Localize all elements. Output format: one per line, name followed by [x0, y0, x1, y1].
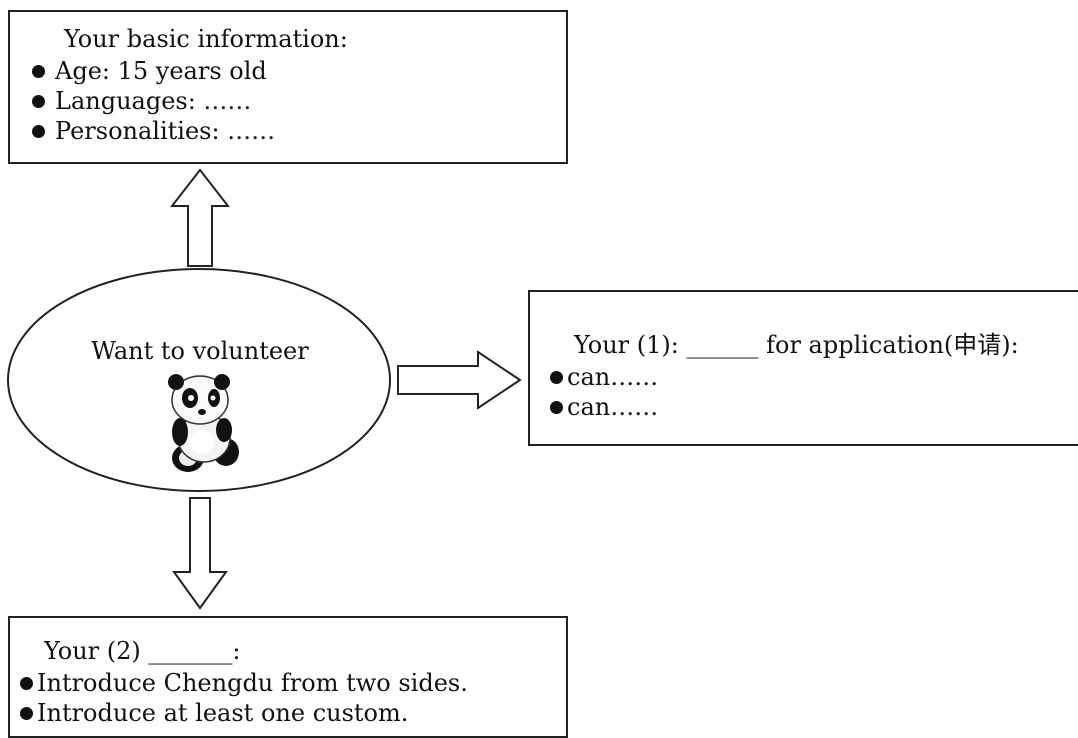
list-item: Introduce at least one custom. — [20, 698, 468, 728]
bullet-icon — [20, 676, 33, 690]
application-box: Your (1): ______ for application(申请): ca… — [528, 290, 1078, 446]
introduction-title: Your (2) _______: — [44, 637, 241, 665]
right-arrow — [397, 350, 522, 410]
introduction-box: Your (2) _______: Introduce Chengdu from… — [8, 616, 568, 738]
list-item: Age: 15 years old — [32, 56, 275, 86]
application-title: Your (1): ______ for application(申请): — [574, 331, 1019, 359]
bullet-icon — [20, 706, 33, 720]
list-item: Introduce Chengdu from two sides. — [20, 668, 468, 698]
panda-icon — [168, 374, 239, 472]
basic-information-list: Age: 15 years old Languages: …… Personal… — [32, 56, 275, 146]
list-item: Languages: …… — [32, 86, 275, 116]
list-item: Personalities: …… — [32, 116, 275, 146]
bullet-icon — [550, 370, 563, 384]
list-item: can…… — [550, 362, 658, 392]
down-arrow — [172, 497, 228, 610]
center-label: Want to volunteer — [91, 337, 309, 365]
list-item: can…… — [550, 392, 658, 422]
application-list: can…… can…… — [550, 362, 658, 422]
basic-information-title: Your basic information: — [64, 25, 348, 53]
basic-information-box: Your basic information: Age: 15 years ol… — [8, 10, 568, 164]
introduction-list: Introduce Chengdu from two sides. Introd… — [20, 668, 468, 728]
bullet-icon — [550, 400, 563, 414]
bullet-icon — [32, 94, 45, 108]
bullet-icon — [32, 64, 45, 78]
bullet-icon — [32, 124, 45, 138]
up-arrow — [169, 168, 231, 267]
